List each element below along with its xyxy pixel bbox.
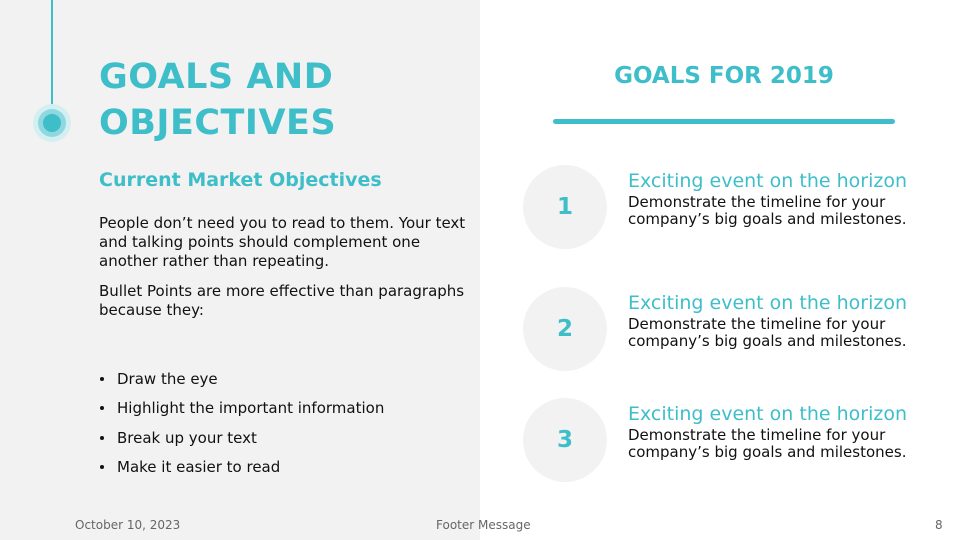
bullet-item: Draw the eye [99, 368, 384, 397]
goal-item: 3 Exciting event on the horizon Demonstr… [523, 398, 943, 482]
target-rings-icon [33, 104, 71, 142]
bullet-list: Draw the eye Highlight the important inf… [99, 368, 384, 485]
bullet-dot-icon [100, 464, 104, 469]
footer-date: October 10, 2023 [75, 518, 181, 532]
goal-description: Demonstrate the timeline for your compan… [628, 426, 907, 461]
bullet-item: Make it easier to read [99, 456, 384, 485]
goal-number-circle: 1 [523, 165, 607, 249]
goal-number-circle: 2 [523, 287, 607, 371]
goal-item: 1 Exciting event on the horizon Demonstr… [523, 165, 943, 249]
goal-description: Demonstrate the timeline for your compan… [628, 193, 907, 228]
goal-heading: Exciting event on the horizon [628, 170, 907, 192]
goal-number-circle: 3 [523, 398, 607, 482]
goal-heading: Exciting event on the horizon [628, 403, 907, 425]
goal-heading: Exciting event on the horizon [628, 292, 907, 314]
bullet-item: Highlight the important information [99, 397, 384, 426]
bullet-text: Draw the eye [117, 370, 218, 388]
bullet-text: Highlight the important information [117, 399, 385, 418]
accent-line [51, 0, 53, 110]
bullet-item: Break up your text [99, 427, 384, 456]
left-panel [0, 0, 480, 540]
goal-description: Demonstrate the timeline for your compan… [628, 315, 907, 350]
goals-title-underline [553, 119, 895, 124]
body-paragraph-2: Bullet Points are more effective than pa… [99, 282, 465, 319]
goals-title: GOALS FOR 2019 [614, 63, 834, 89]
bullet-dot-icon [100, 377, 104, 381]
bullet-text: Make it easier to read [117, 457, 281, 476]
page-number: 8 [935, 518, 943, 532]
bullet-dot-icon [100, 406, 104, 411]
bullet-dot-icon [100, 435, 104, 440]
body-paragraph-1: People don’t need you to read to them. Y… [99, 214, 466, 270]
bullet-text: Break up your text [117, 428, 257, 447]
footer-message: Footer Message [436, 518, 531, 532]
goal-item: 2 Exciting event on the horizon Demonstr… [523, 287, 943, 371]
slide-subtitle: Current Market Objectives [99, 169, 382, 191]
slide-title: GOALS AND OBJECTIVES [99, 57, 337, 143]
